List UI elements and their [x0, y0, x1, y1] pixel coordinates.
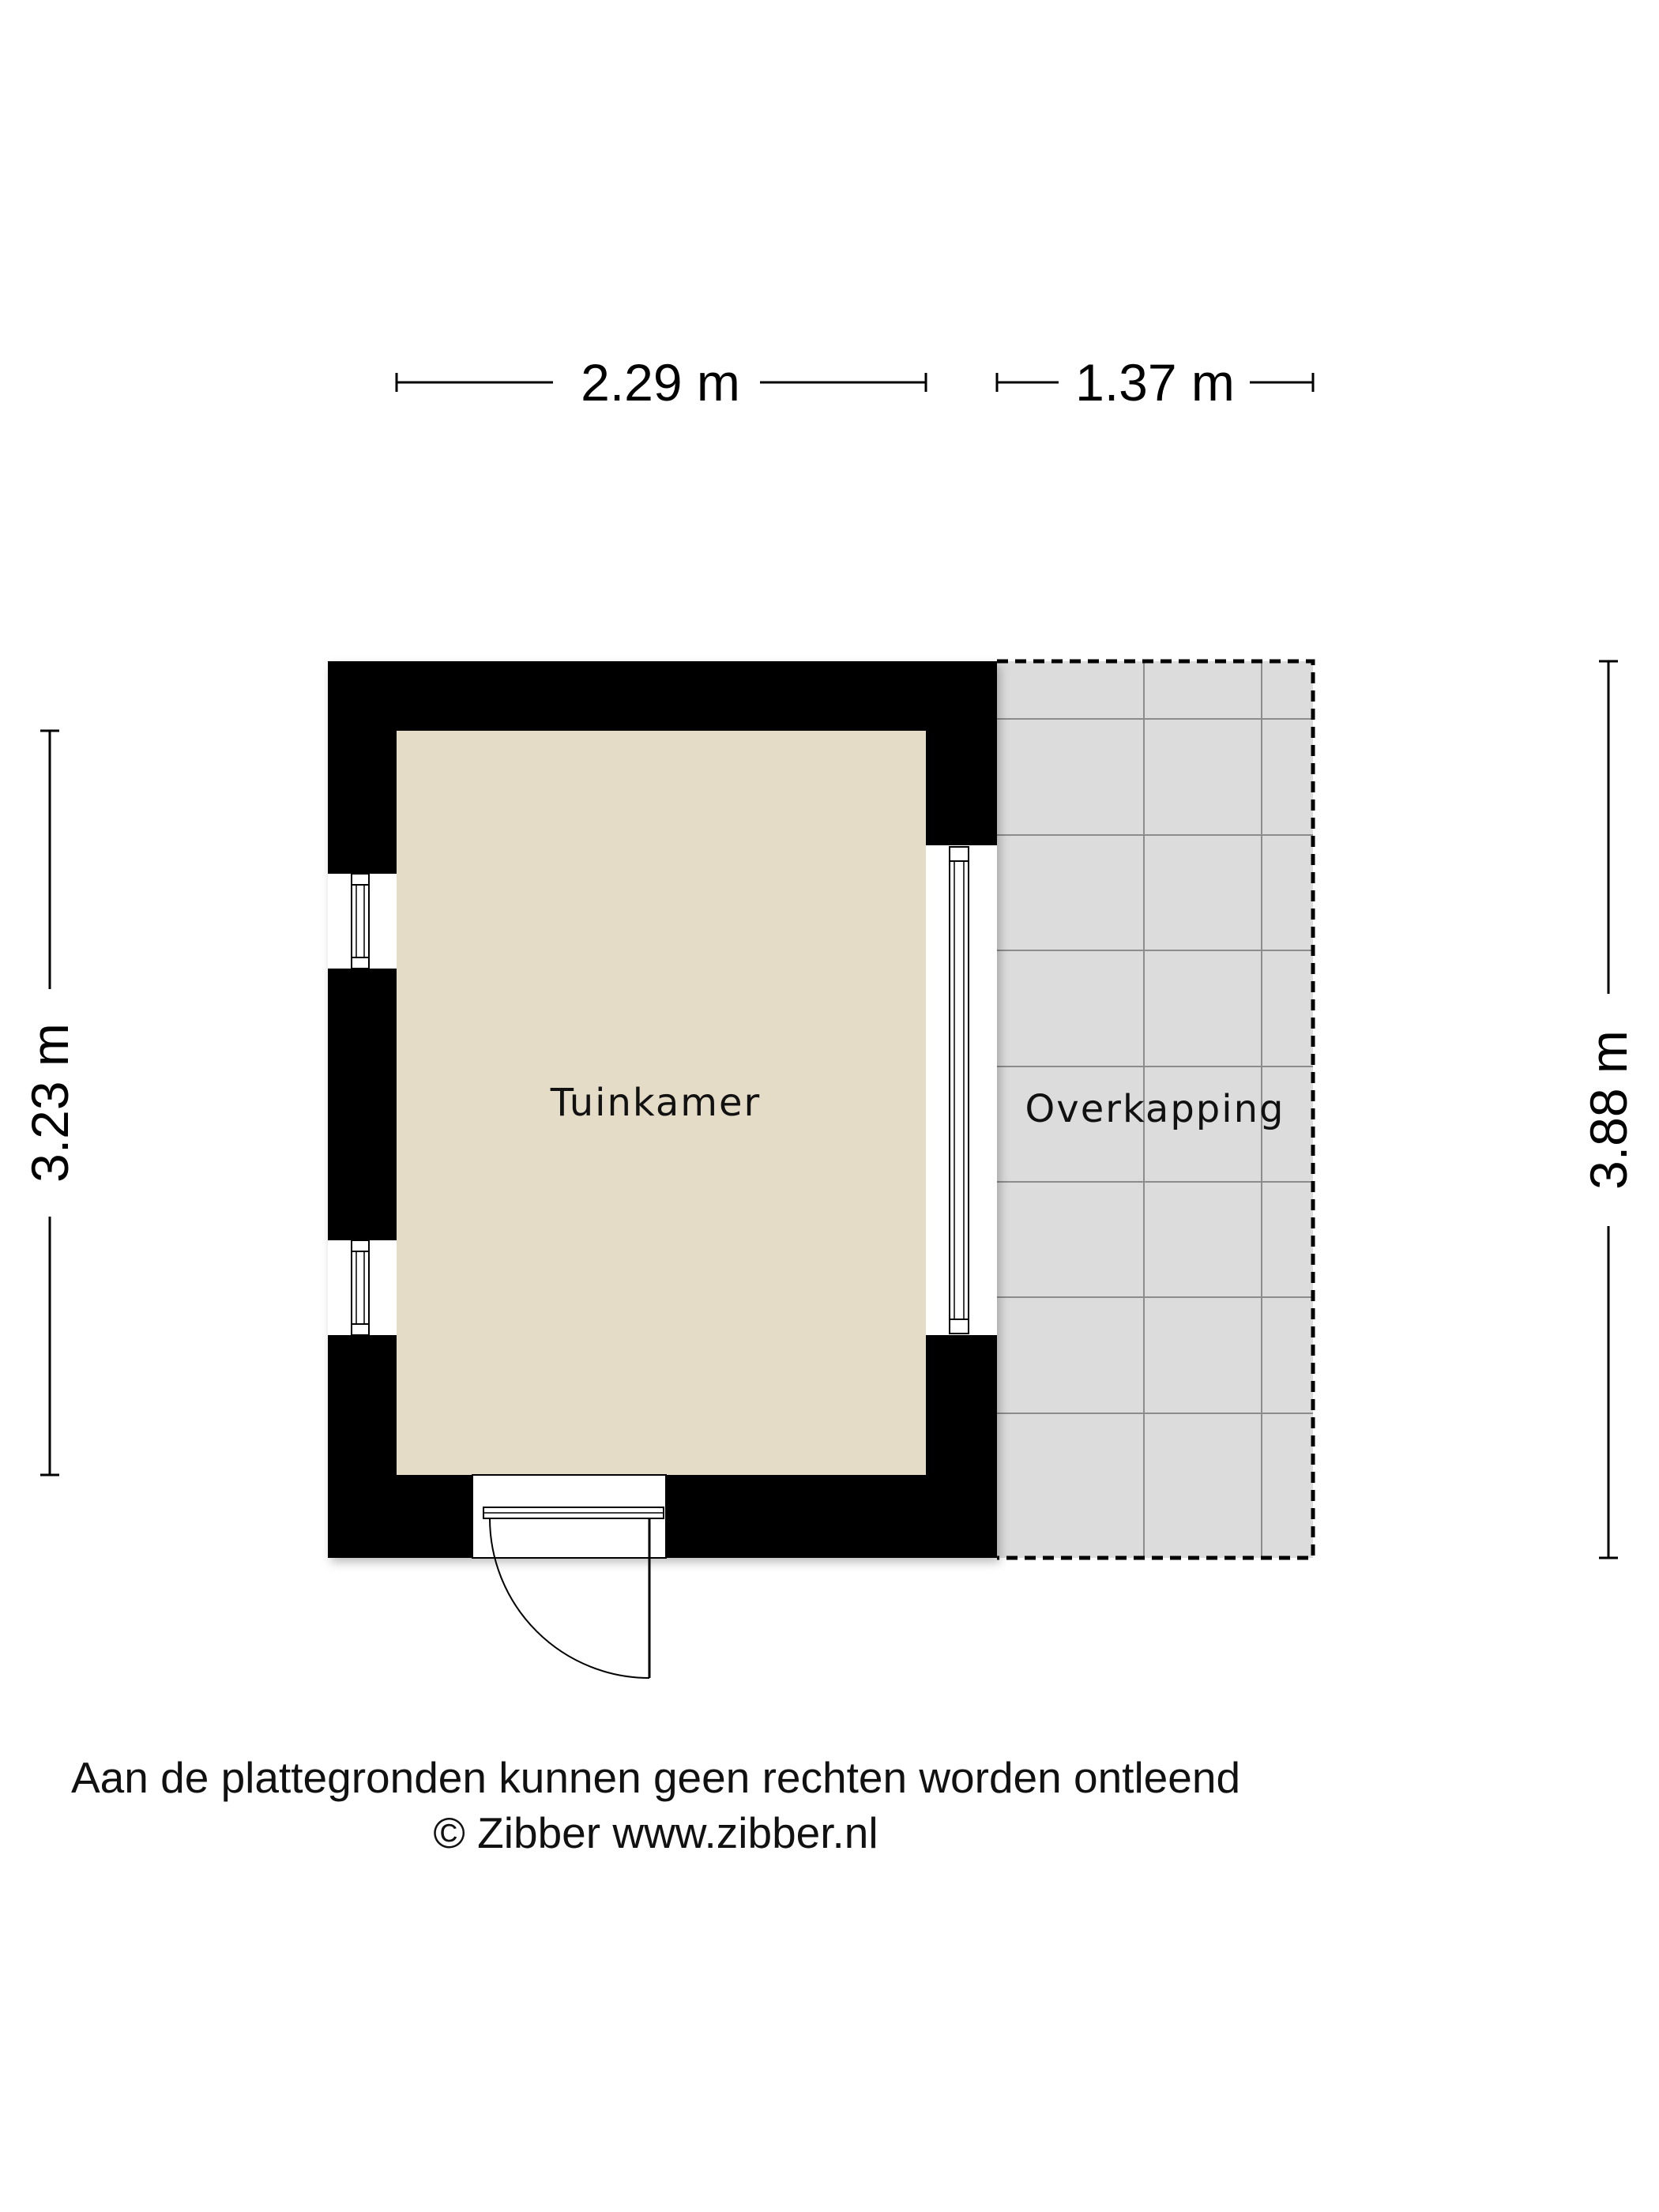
window-right-sliding [926, 845, 997, 1335]
dimension-top-main [395, 373, 927, 392]
dimension-label-height-main: 3.23 m [21, 1023, 79, 1183]
dimension-label-width-main: 2.29 m [581, 353, 740, 412]
dimension-right-overkapping [1599, 660, 1618, 1559]
dimension-label-height-overkapping: 3.88 m [1579, 1030, 1638, 1190]
tuinkamer-floor [397, 731, 926, 1475]
door-swing-arc [489, 1518, 650, 1679]
room-label-overkapping: Overkapping [1025, 1087, 1285, 1131]
building-walls [328, 661, 997, 1558]
overkapping-area [997, 659, 1315, 1560]
tile-grid [997, 661, 1313, 1558]
copyright-text: © Zibber www.zibber.nl [433, 1808, 878, 1857]
window-left-lower [328, 1240, 397, 1336]
dimension-left-main [40, 729, 59, 1477]
door-bottom [472, 1474, 667, 1679]
overkapping-dashed-outline [997, 659, 1315, 1560]
dimension-label-width-overkapping: 1.37 m [1075, 353, 1235, 412]
disclaimer-text: Aan de plattegronden kunnen geen rechten… [70, 1753, 1241, 1802]
room-label-tuinkamer: Tuinkamer [550, 1081, 762, 1125]
dimension-top-overkapping [995, 373, 1315, 392]
window-left-upper [328, 873, 397, 969]
